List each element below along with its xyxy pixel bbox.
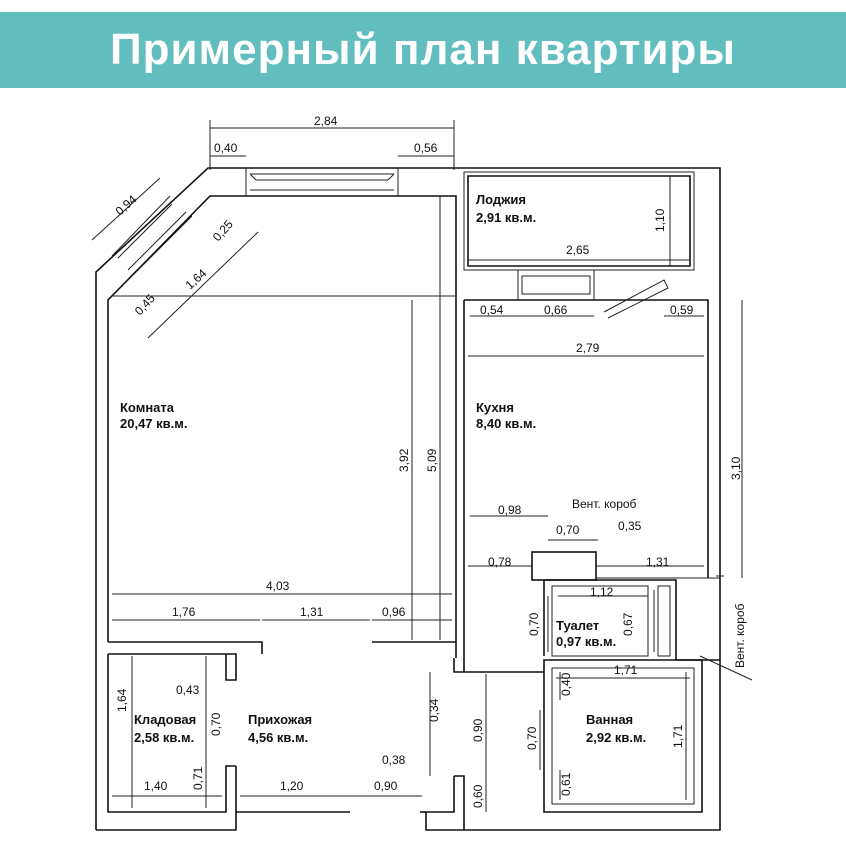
dim-1-71-bath: 1,71 [614, 663, 638, 677]
dim-1-31-room: 1,31 [300, 605, 324, 619]
dim-3-10: 3,10 [729, 456, 743, 480]
hallway-area: 4,56 кв.м. [248, 730, 308, 745]
dim-0-96: 0,96 [382, 605, 406, 619]
dim-1-31-kitchen: 1,31 [646, 555, 670, 569]
room-name: Комната [120, 400, 175, 415]
dim-0-59: 0,59 [670, 303, 694, 317]
dim-0-70-bath: 0,70 [525, 726, 539, 750]
hallway-name: Прихожая [248, 712, 312, 727]
dim-0-61: 0,61 [559, 772, 573, 796]
pantry-name: Кладовая [134, 712, 196, 727]
dim-1-20: 1,20 [280, 779, 304, 793]
dim-0-35: 0,35 [618, 519, 642, 533]
dim-0-54: 0,54 [480, 303, 504, 317]
dim-0-60: 0,60 [471, 784, 485, 808]
vent-box-right-label: Вент. короб [733, 603, 747, 668]
dim-0-98: 0,98 [498, 503, 522, 517]
bath-name: Ванная [586, 712, 633, 727]
dim-1-64-diag: 1,64 [183, 266, 210, 292]
dim-1-76: 1,76 [172, 605, 196, 619]
dim-0-67: 0,67 [621, 612, 635, 636]
dim-0-94: 0,94 [113, 192, 140, 218]
dim-0-40-bath: 0,40 [559, 672, 573, 696]
dim-0-70-vent: 0,70 [556, 523, 580, 537]
dim-0-70-pantry: 0,70 [209, 712, 223, 736]
vent-box-label: Вент. короб [572, 497, 637, 511]
dimension-labels: 2,84 0,40 0,56 0,94 0,25 1,64 0,45 Лоджи… [113, 114, 747, 808]
dim-1-12: 1,12 [590, 585, 614, 599]
dim-2-65: 2,65 [566, 243, 590, 257]
dim-0-66: 0,66 [544, 303, 568, 317]
pantry-area: 2,58 кв.м. [134, 730, 194, 745]
dim-3-92: 3,92 [397, 448, 411, 472]
kitchen-area: 8,40 кв.м. [476, 416, 536, 431]
dim-0-38: 0,38 [382, 753, 406, 767]
dimension-lines [91, 120, 743, 812]
dim-0-25: 0,25 [210, 217, 236, 244]
loggia-name: Лоджия [476, 192, 526, 207]
dim-4-03: 4,03 [266, 579, 290, 593]
room-area: 20,47 кв.м. [120, 416, 187, 431]
dim-5-09: 5,09 [425, 448, 439, 472]
dim-0-70-toilet: 0,70 [527, 612, 541, 636]
dim-0-71: 0,71 [191, 766, 205, 790]
loggia-area: 2,91 кв.м. [476, 210, 536, 225]
dim-2-84: 2,84 [314, 114, 338, 128]
dim-0-45: 0,45 [132, 291, 158, 318]
dim-2-79: 2,79 [576, 341, 600, 355]
dim-0-56: 0,56 [414, 141, 438, 155]
walls [95, 167, 753, 831]
toilet-name: Туалет [556, 618, 599, 633]
dim-1-71-vert: 1,71 [671, 724, 685, 748]
dim-1-10: 1,10 [653, 208, 667, 232]
dim-0-90-vert: 0,90 [471, 718, 485, 742]
dim-1-40: 1,40 [144, 779, 168, 793]
toilet-area: 0,97 кв.м. [556, 634, 616, 649]
dim-0-90-door: 0,90 [374, 779, 398, 793]
dim-0-40: 0,40 [214, 141, 238, 155]
dim-1-64-pantry: 1,64 [115, 688, 129, 712]
dim-0-34: 0,34 [427, 698, 441, 722]
dim-0-43: 0,43 [176, 683, 200, 697]
kitchen-name: Кухня [476, 400, 514, 415]
dim-0-78: 0,78 [488, 555, 512, 569]
page-title: Примерный план квартиры [110, 25, 736, 74]
bath-area: 2,92 кв.м. [586, 730, 646, 745]
header-banner: Примерный план квартиры [0, 12, 846, 88]
